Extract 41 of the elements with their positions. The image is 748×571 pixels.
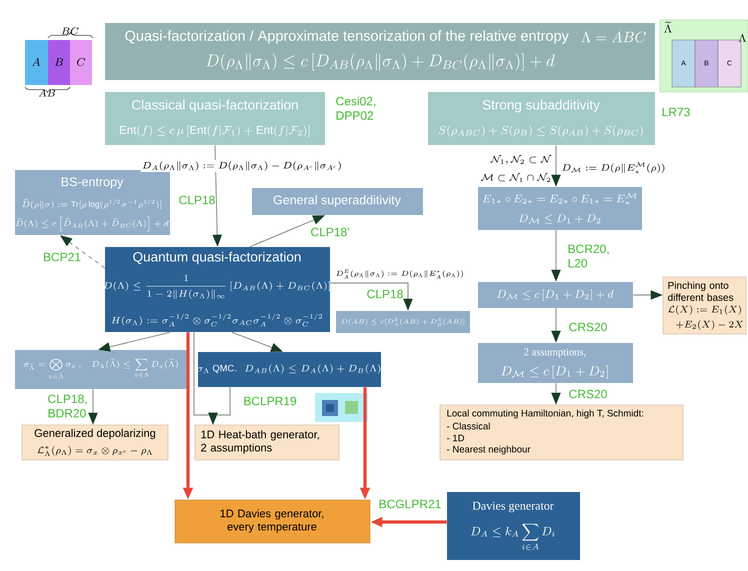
result-box: $E_{1*}\circ E_{2*} = E_{2*}\circ E_{1*} = E_*^{\mathcal{M}}$ $D_{\mathcal{M}} \le D_1 + D_2$ (478, 187, 642, 230)
edge-label: CLP18' (311, 228, 349, 236)
result-box: BS-entropy $\widehat{D}(\rho\|\sigma) := \mathrm{Tr}[\rho\log(\rho^{1/2}\sigma^{-1}\rho^{1/2})]$ $\widehat{D}(\Lambda) \le c\left[\widehat{D}_{AB}(\Lambda) + \widehat{D}_{BC}(\Lambda)\right] + d$ (15, 170, 170, 235)
formula-label: $\mathcal{M}\subset\mathcal{N}_1\cap\mathcal{N}_2$ (481, 173, 550, 182)
result-box: $D_{\mathcal{M}} \le c\,[D_1 + D_2] + d$ (478, 282, 634, 308)
region-label: $C$ (77, 58, 86, 66)
brace-label: $AB$ (38, 89, 56, 96)
edge-label: CLP18 (367, 290, 403, 298)
result-box: Local commuting Hamiltonian, high T, Schmidt: - Classical - 1D - Nearest neighbour (440, 404, 684, 460)
edge-label: CLP18 (179, 196, 215, 204)
formula-label: $D_A(\rho_\Lambda\|\sigma_\Lambda) := D(\rho_\Lambda\|\sigma_\Lambda) - D(\rho_{A^c}\|\sigma_{A^c})$ (140, 160, 344, 172)
result-box: $\sigma_{\widetilde\Lambda} = \bigotimes_{x\in\widetilde\Lambda}\sigma_x\,,\quad D_\Lambda(\widetilde\Lambda) \le \sum_{x\in\Lambda} D_x(\widetilde\Lambda)$ (15, 350, 187, 389)
edge-label: BCP21 (44, 252, 80, 262)
edge-label: CLP18, BDR20 (48, 394, 87, 418)
edge-label: BCR20, L20 (568, 244, 609, 268)
region-label: $\Lambda$ (738, 34, 746, 42)
result-box: Generalized depolarizing $\mathcal{L}^*_\Lambda(\rho_\Lambda) = \sigma_x\otimes\rho_{x^c} - \rho_\Lambda$ (22, 424, 168, 460)
result-box: 1D Heat-bath generator, 2 assumptions (194, 424, 340, 460)
brace-label: $BC$ (62, 27, 79, 35)
formula-label: $D_{\mathcal{M}} := D(\rho\|E_*^{\mathcal{M}}(\rho))$ (562, 162, 664, 174)
result-box: $D(AB) \le c[D_A^E(AB) + D_B^E(AB)]$ (336, 311, 470, 333)
formula-label: $D_A^E(\rho_\Lambda\|\sigma_\Lambda) := D(\rho_\Lambda\|E_A^*(\rho_\Lambda))$ (336, 269, 463, 279)
result-box: Strong subadditivity $S(\rho_{ABC}) + S(\rho_B) \le S(\rho_{AB}) + S(\rho_{BC})$ (428, 92, 655, 145)
region-label: $B$ (54, 58, 64, 66)
result-box: Davies generator $D_A \le k_A \sum_{i\in A} D_i$ (447, 492, 580, 560)
region-label: $A$ (32, 58, 40, 66)
edge-label: BCLPR19 (244, 396, 296, 406)
formula-label: $\mathcal{N}_1,\mathcal{N}_2\subset\mathcal{N}$ (490, 154, 552, 164)
edge-label: CRS20 (569, 322, 607, 332)
result-box: 2 assumptions, $D_{\mathcal{M}} \le c\,[D_1 + D_2]$ (478, 343, 634, 383)
result-box: Quantum quasi-factorization $D(\Lambda) \le \frac{1}{1-2\|H(\sigma_\Lambda)\|_\infty}\,[D_{AB}(\Lambda) + D_{BC}(\Lambda)]$ $H(\sigma_\Lambda) := \sigma_A^{-1/2}\otimes\sigma_C^{-1/2}\sigma_{AC}\sigma_A^{-1/2}\otimes\sigma_C^{-1/2}$ (104, 247, 330, 332)
edge-label: BCGLPR21 (380, 500, 441, 508)
citation-label: LR73 (662, 108, 690, 116)
result-box: $\sigma_\Lambda\ \mathrm{QMC.}\;\; D_{AB}(\Lambda) \le D_A(\Lambda) + D_B(\Lambda)$ (197, 352, 381, 387)
diagram-title: Quasi-factorization / Approximate tensorization of the relative entropy (125, 30, 569, 44)
result-box: Pinching onto different bases $\mathcal{L}(X) := E_1(X)$ $+E_2(X) - 2X$ (662, 276, 746, 334)
result-box: General superadditivity (252, 188, 423, 215)
edge-label: CRS20 (569, 390, 607, 398)
result-box: 1D Davies generator, every temperature (174, 500, 370, 544)
result-box: Classical quasi-factorization $\mathrm{Ent}(f) \le c\,\mu\,[\mathrm{Ent}(f|\mathcal{F}_1) + \mathrm{Ent}(f|\mathcal{F}_2)]$ (105, 92, 325, 145)
citation-label: Cesi02, DPP02 (336, 96, 376, 120)
